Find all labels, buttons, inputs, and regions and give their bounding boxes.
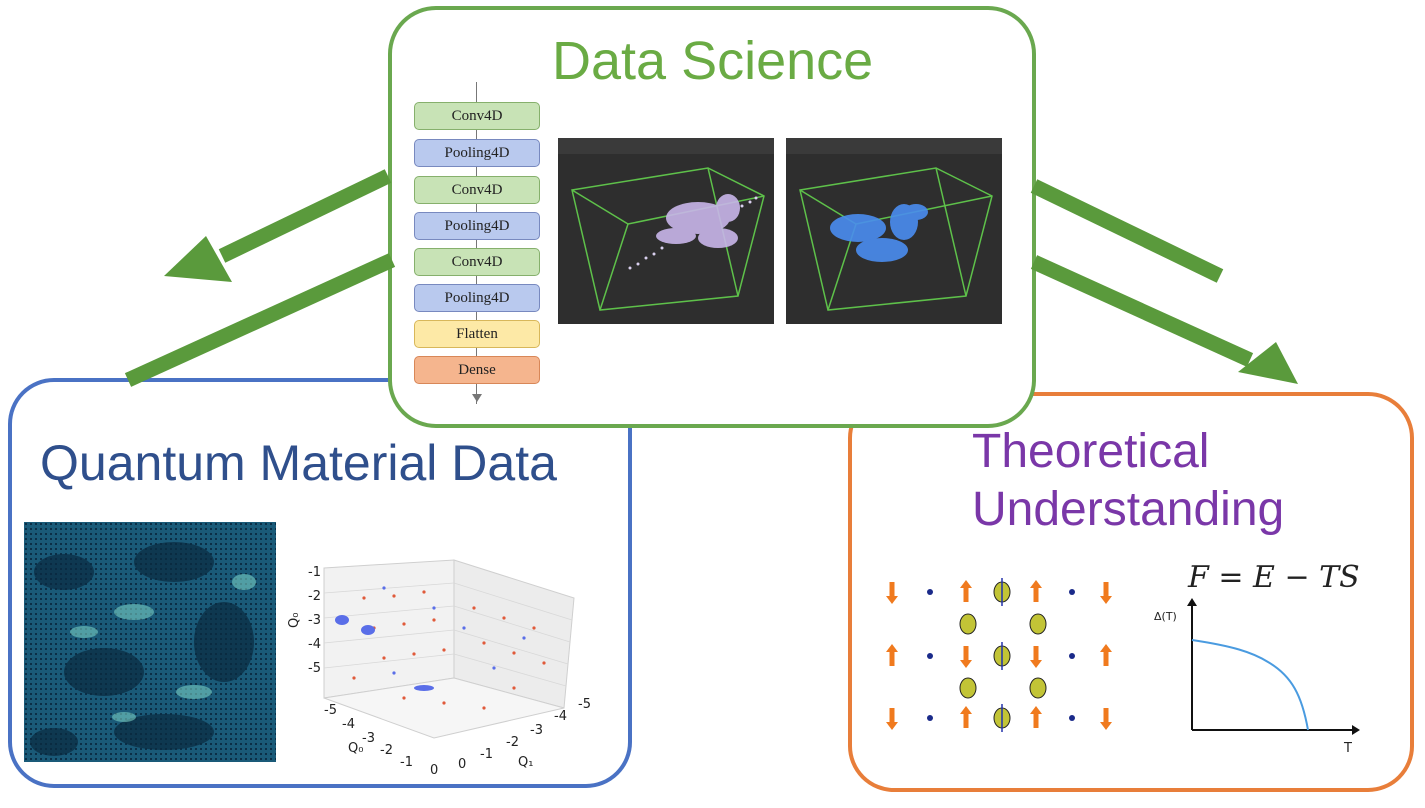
lattice-site-dot — [927, 653, 933, 659]
z-tick-4: -4 — [308, 637, 321, 652]
z-tick-2: -2 — [308, 589, 321, 604]
x-tick-4: -2 — [380, 743, 393, 758]
theory-title-line1: Theoretical — [972, 425, 1210, 478]
lattice-site-dot — [927, 715, 933, 721]
layer-conv4d-1: Conv4D — [414, 102, 540, 130]
x-axis-label: Q₀ — [348, 741, 363, 756]
layer-dense: Dense — [414, 356, 540, 384]
lattice-site-dot — [1069, 589, 1075, 595]
z-tick-5: -5 — [308, 661, 321, 676]
layer-pooling4d-3: Pooling4D — [414, 284, 540, 312]
network-flow-arrow-icon — [472, 394, 482, 402]
spin-up-arrow-icon — [960, 580, 972, 602]
theory-title-line2: Understanding — [972, 483, 1285, 536]
data-science-title: Data Science — [552, 31, 874, 91]
arrowhead-theory-icon — [1238, 342, 1298, 384]
y-tick-4: -3 — [530, 723, 543, 738]
graph-x-label: T — [1343, 741, 1352, 756]
data-science-panel: Data Science Conv4D Pooling4D Conv4D Poo… — [388, 6, 1036, 428]
z-tick-1: -1 — [308, 565, 321, 580]
order-parameter-graph: Δ(T) T — [1142, 596, 1362, 756]
arrow-from-ds-top — [1030, 179, 1224, 283]
orbital-oval — [1029, 613, 1047, 635]
spin-up-arrow-icon — [1030, 706, 1042, 728]
spin-up-arrow-icon — [886, 644, 898, 666]
y-axis-label: Q₁ — [518, 755, 533, 770]
spin-down-arrow-icon — [886, 708, 898, 730]
lattice-site-dot — [1069, 715, 1075, 721]
quantum-material-title: Quantum Material Data — [40, 435, 557, 491]
z-axis-label: Q₀ — [287, 613, 302, 628]
spin-down-arrow-icon — [1100, 582, 1112, 604]
layer-flatten: Flatten — [414, 320, 540, 348]
layer-conv4d-2: Conv4D — [414, 176, 540, 204]
y-tick-5: -4 — [554, 709, 567, 724]
orbital-oval — [959, 613, 977, 635]
y-tick-2: -1 — [480, 747, 493, 762]
orbital-oval — [1029, 677, 1047, 699]
render-3d-purple — [558, 138, 774, 324]
arrow-to-quantum-top — [218, 169, 392, 263]
real-space-map-image — [24, 522, 276, 762]
spin-down-arrow-icon — [1030, 646, 1042, 668]
lattice-site-dot — [927, 589, 933, 595]
spin-down-arrow-icon — [1100, 708, 1112, 730]
spin-up-arrow-icon — [1100, 644, 1112, 666]
x-tick-5: -1 — [400, 755, 413, 770]
layer-conv4d-3: Conv4D — [414, 248, 540, 276]
arrow-to-theory — [1030, 255, 1254, 367]
graph-y-label: Δ(T) — [1154, 610, 1177, 623]
spin-down-arrow-icon — [886, 582, 898, 604]
x-tick-1: -5 — [324, 703, 337, 718]
render-3d-blue — [786, 138, 1002, 324]
theory-panel: Theoretical Understanding F = E − TS Δ(T… — [848, 392, 1414, 792]
spin-lattice-diagram — [876, 572, 1116, 732]
x-tick-2: -4 — [342, 717, 355, 732]
spin-up-arrow-icon — [1030, 580, 1042, 602]
spin-up-arrow-icon — [960, 706, 972, 728]
spin-down-arrow-icon — [960, 646, 972, 668]
arrowhead-quantum-icon — [164, 236, 232, 282]
orbital-oval — [959, 677, 977, 699]
y-tick-1: 0 — [458, 757, 466, 772]
z-tick-3: -3 — [308, 613, 321, 628]
quantum-material-panel: Quantum Material Data — [8, 378, 632, 788]
y-tick-6: -5 — [578, 697, 591, 712]
y-tick-3: -2 — [506, 735, 519, 750]
x-tick-3: -3 — [362, 731, 375, 746]
layer-pooling4d-2: Pooling4D — [414, 212, 540, 240]
layer-pooling4d-1: Pooling4D — [414, 139, 540, 167]
arrow-from-quantum — [124, 253, 396, 387]
x-tick-6: 0 — [430, 763, 438, 778]
network-flow-line — [476, 82, 477, 404]
equation-text: F = E − TS — [1188, 560, 1360, 595]
lattice-site-dot — [1069, 653, 1075, 659]
scatter-3d-plot: -1 -2 -3 -4 -5 Q₀ -5 -4 -3 -2 -1 0 Q₀ 0 … — [284, 558, 604, 778]
